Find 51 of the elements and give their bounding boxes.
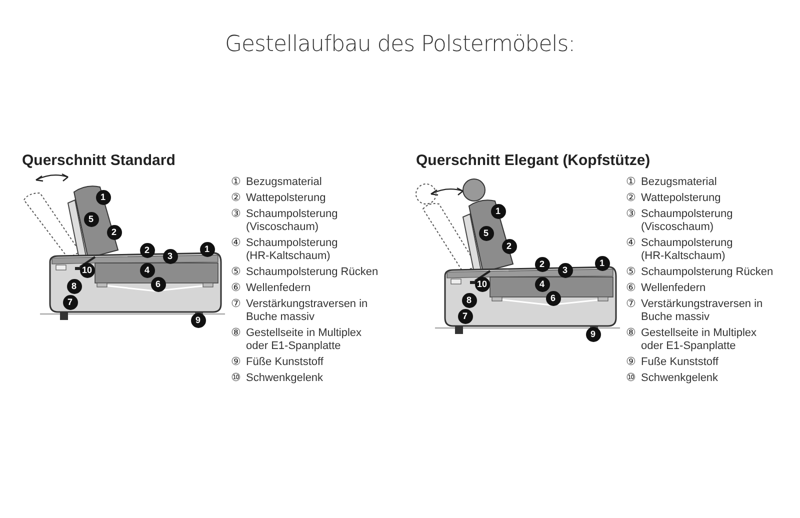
callout-number: 9: [190, 312, 206, 328]
callout-number: 1: [594, 256, 610, 270]
legend-text: Schaumpolsterung (Viscoschaum): [246, 208, 339, 234]
legend-marker: ⑩: [231, 372, 242, 385]
section-heading: Querschnitt Standard: [22, 151, 176, 171]
legend-text: Schaumpolsterung (HR-Kaltschaum): [641, 237, 734, 263]
callout-number: 3: [162, 248, 178, 264]
legend-marker: ⑥: [231, 282, 242, 295]
legend-text: Schaumpolsterung (HR-Kaltschaum): [246, 237, 339, 263]
legend-marker: ⑧: [231, 327, 242, 340]
legend-marker: ⑨: [626, 356, 637, 369]
legend-marker: ①: [626, 176, 637, 189]
legend-marker: ⑧: [626, 327, 637, 340]
callout-number: 2: [140, 242, 154, 258]
legend-text: Verstärkungstraversen in Buche massiv: [641, 298, 763, 324]
legend-marker: ③: [231, 208, 242, 221]
legend-text: Wattepolsterung: [641, 192, 721, 205]
legend-marker: ④: [626, 237, 637, 250]
legend-text: Schaumpolsterung Rücken: [246, 266, 378, 279]
section-heading: Querschnitt Elegant (Kopfstütze): [416, 151, 650, 171]
legend-marker: ⑥: [626, 282, 637, 295]
legend-marker: ⑤: [626, 266, 637, 279]
legend-marker: ⑩: [626, 372, 637, 385]
legend-text: Gestellseite in Multiplex oder E1-Spanplatte: [641, 327, 758, 353]
legend-text: Wellenfedern: [641, 282, 706, 295]
legend-text: Gestellseite in Multiplex oder E1-Spanplatte: [246, 327, 363, 353]
legend-text: Fuße Kunststoff: [641, 356, 718, 369]
legend-marker: ⑦: [626, 298, 637, 311]
legend-marker: ④: [231, 237, 242, 250]
title: Gestellaufbau des Polstermöbels:: [224, 31, 576, 59]
legend-marker: ①: [231, 176, 242, 189]
legend-marker: ⑦: [231, 298, 242, 311]
callout-number: 9: [586, 326, 600, 342]
legend-marker: ③: [626, 208, 637, 221]
callout-number: 2: [534, 256, 550, 272]
legend-marker: ⑨: [231, 356, 242, 369]
legend-text: Wellenfedern: [246, 282, 311, 295]
legend-text: Schaumpolsterung (Viscoschaum): [641, 208, 734, 234]
callout-number: 1: [200, 242, 214, 256]
legend-marker: ⑤: [231, 266, 242, 279]
legend-text: Wattepolsterung: [246, 192, 326, 205]
legend-text: Schwenkgelenk: [246, 372, 324, 385]
legend-text: Bezugsmaterial: [641, 176, 717, 189]
legend-text: Bezugsmaterial: [246, 176, 322, 189]
callout-number: 3: [558, 262, 572, 278]
legend-text: Verstärkungstraversen in Buche massiv: [246, 298, 368, 324]
legend-marker: ②: [231, 192, 242, 205]
legend-text: Füße Kunststoff: [246, 356, 324, 369]
legend-text: Schaumpolsterung Rücken: [641, 266, 774, 279]
legend-marker: ②: [626, 192, 637, 205]
legend-text: Schwenkgelenk: [641, 372, 718, 385]
